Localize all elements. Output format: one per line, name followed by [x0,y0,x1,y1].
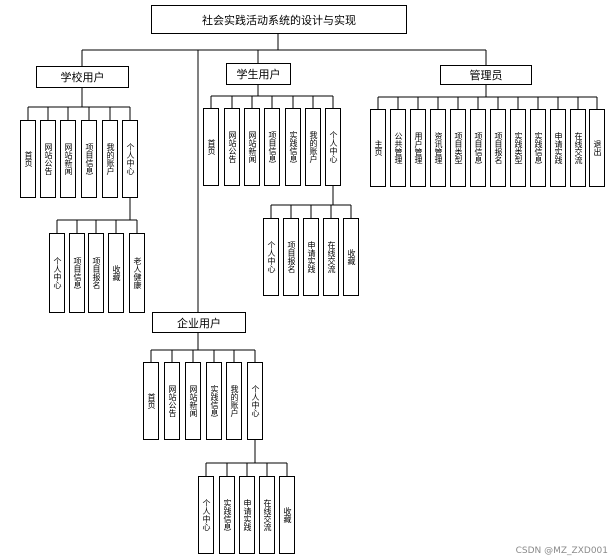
school-center-item: 收藏 [108,233,124,313]
admin-node: 管理员 [440,65,532,85]
admin-module: 项目报名 [490,109,506,187]
student-module: 个人中心 [325,108,341,186]
admin-module: 公共管理 [390,109,406,187]
enterprise-module: 首页 [143,362,159,440]
enterprise-module: 实践信息 [206,362,222,440]
enterprise-module: 网站公告 [164,362,180,440]
admin-module: 主页 [370,109,386,187]
school-module: 我的账户 [102,120,118,198]
admin-module: 在线交流 [570,109,586,187]
admin-module: 用户管理 [410,109,426,187]
student-center-item: 在线交流 [323,218,339,296]
student-center-item: 申请实践 [303,218,319,296]
school-module: 网站新闻 [60,120,76,198]
school-center-item: 项目信息 [69,233,85,313]
student-center-item: 个人中心 [263,218,279,296]
student-module: 网站新闻 [244,108,260,186]
school-module: 首页 [20,120,36,198]
student-module: 我的账户 [305,108,321,186]
student-module: 网站公告 [224,108,240,186]
enterprise-center-item: 个人中心 [198,476,214,554]
student-module: 首页 [203,108,219,186]
admin-module: 实践信息 [530,109,546,187]
admin-module: 项目信息 [470,109,486,187]
student-module: 项目信息 [264,108,280,186]
school-user-node: 学校用户 [36,66,129,88]
student-center-item: 项目报名 [283,218,299,296]
student-user-node: 学生用户 [226,63,291,85]
admin-module: 申请实践 [550,109,566,187]
school-center-item: 老人健康 [129,233,145,313]
enterprise-center-item: 申请实践 [239,476,255,554]
enterprise-module: 个人中心 [247,362,263,440]
watermark: CSDN @MZ_ZXD001 [515,546,608,556]
enterprise-module: 网站新闻 [185,362,201,440]
admin-module: 项目类型 [450,109,466,187]
enterprise-center-item: 在线交流 [259,476,275,554]
student-center-item: 收藏 [343,218,359,296]
admin-module: 退出 [589,109,605,187]
school-module: 个人中心 [122,120,138,198]
enterprise-user-node: 企业用户 [152,312,246,333]
enterprise-module: 我的账户 [226,362,242,440]
student-module: 实践信息 [285,108,301,186]
school-center-item: 项目报名 [88,233,104,313]
admin-module: 资讯管理 [430,109,446,187]
school-module: 项目信息 [81,120,97,198]
enterprise-center-item: 收藏 [279,476,295,554]
school-module: 网站公告 [40,120,56,198]
school-center-item: 个人中心 [49,233,65,313]
root-node: 社会实践活动系统的设计与实现 [151,5,407,34]
admin-module: 实践类型 [510,109,526,187]
enterprise-center-item: 实践信息 [219,476,235,554]
